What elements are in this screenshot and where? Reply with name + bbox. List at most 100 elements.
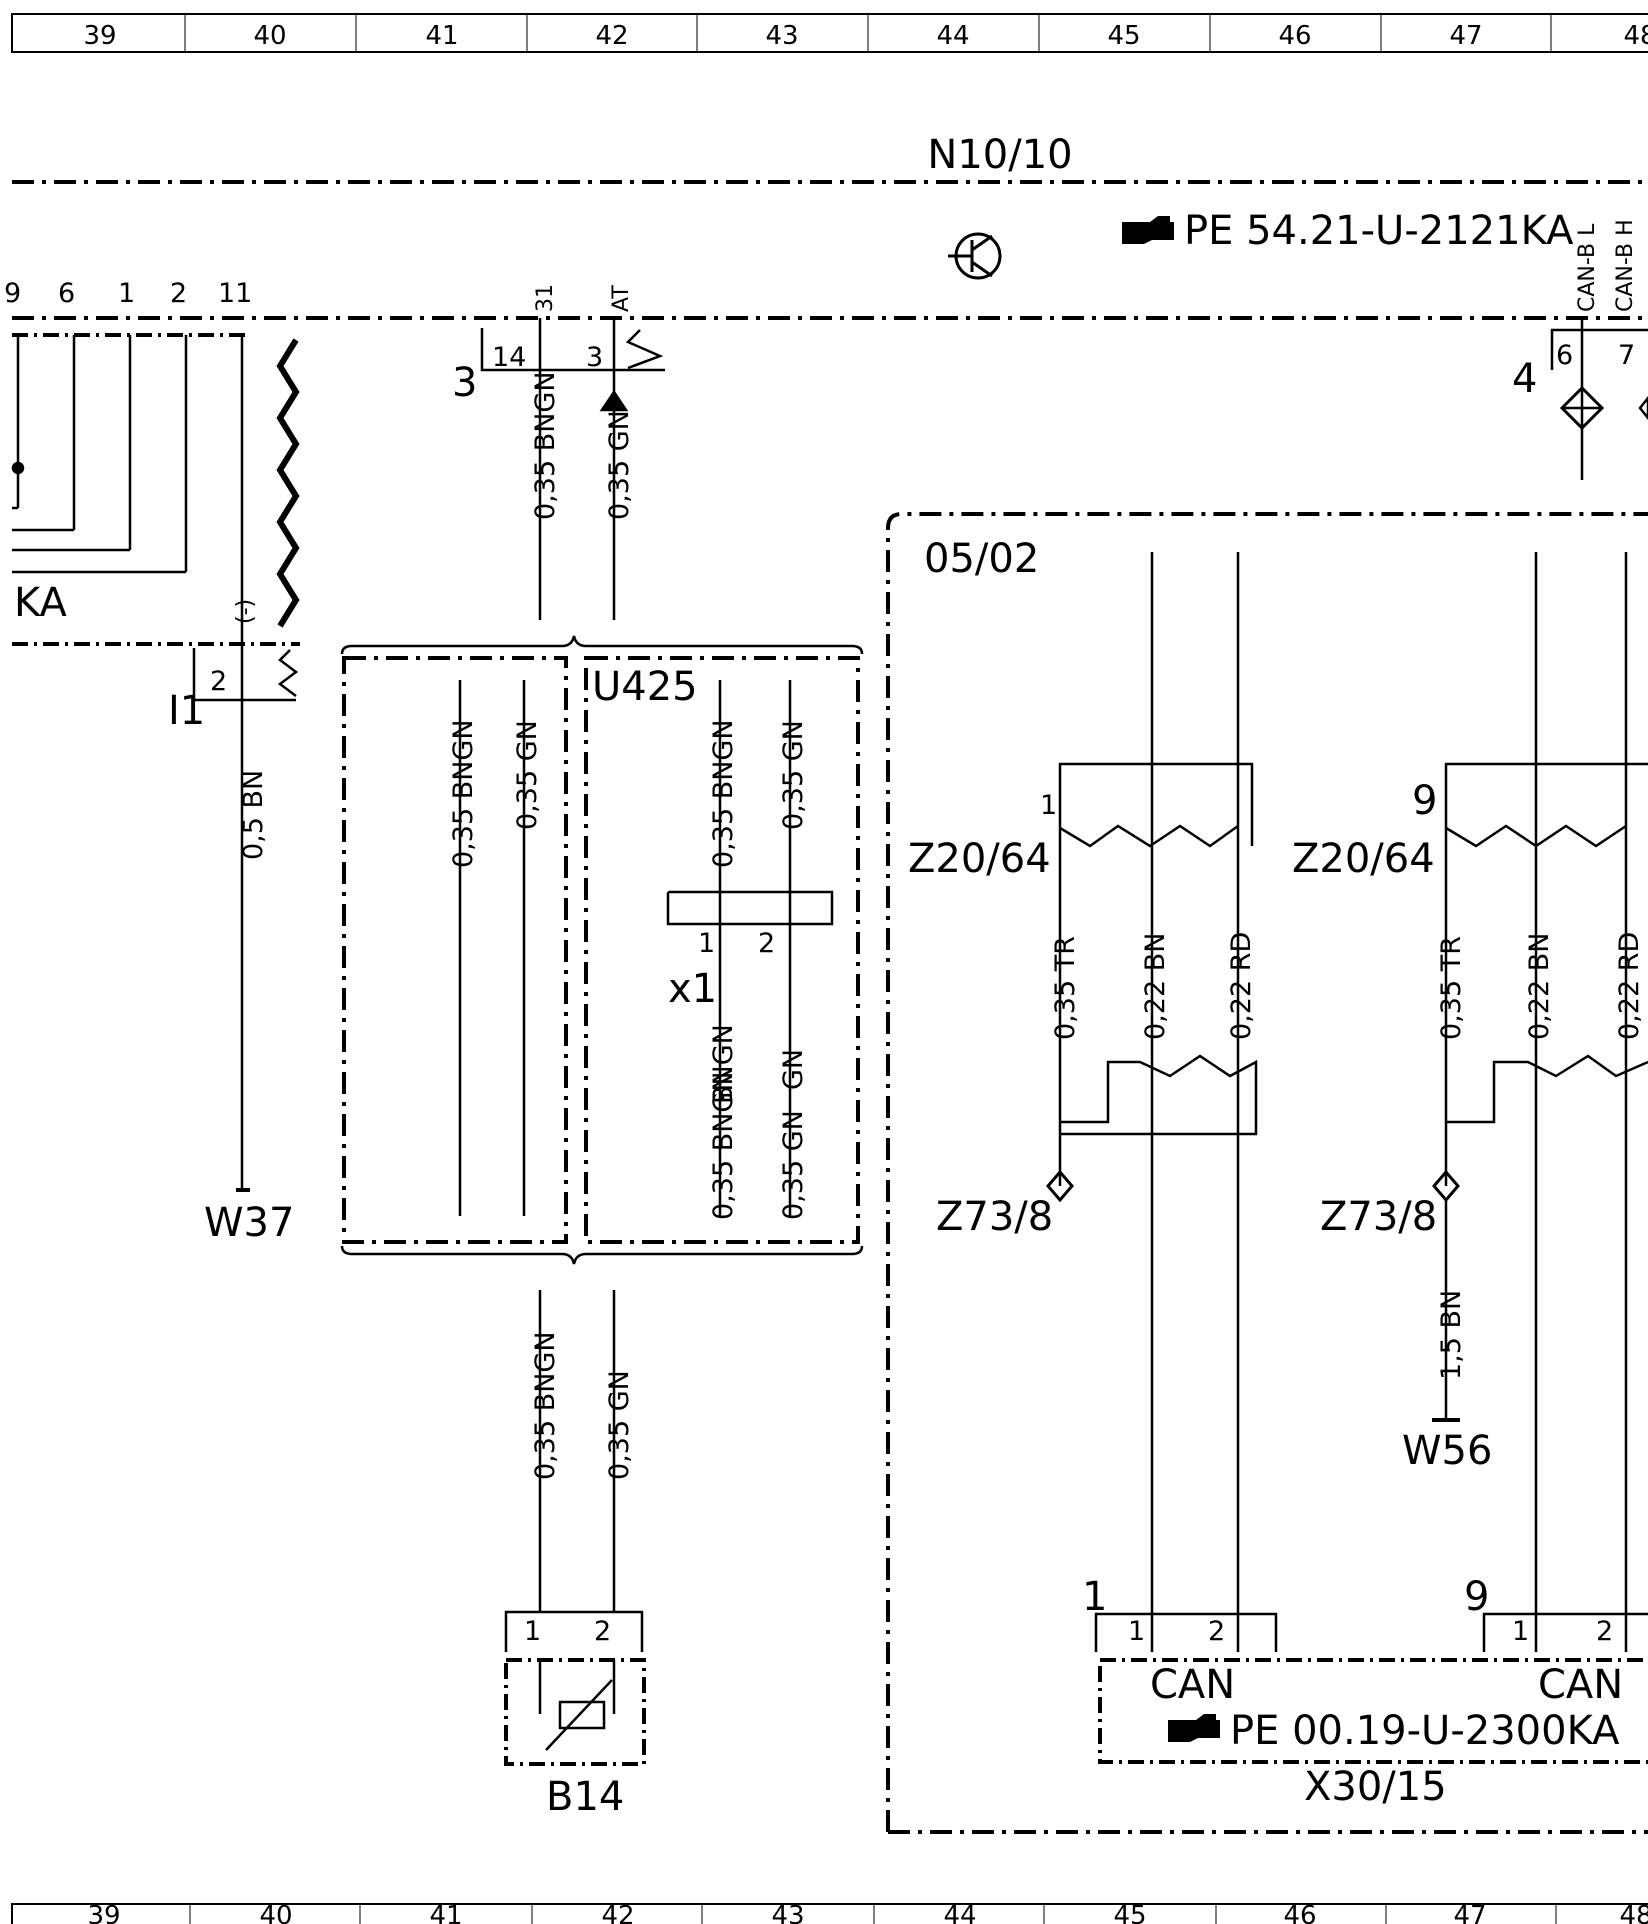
module-n10-ref: PE 54.21-U-2121KA <box>1184 208 1574 254</box>
transistor-icon <box>948 232 1002 280</box>
ruler-top-47: 47 <box>1449 21 1482 51</box>
wire-b-bn: 0,22 BN <box>1524 933 1555 1040</box>
u425-brace <box>340 635 864 1265</box>
ruler-top-46: 46 <box>1278 21 1311 51</box>
z2064-label-a: Z20/64 <box>908 836 1051 882</box>
pin-1: 1 <box>118 278 135 309</box>
ruler-bottom-44: 44 <box>943 1901 976 1924</box>
ground-w37: W37 <box>204 1200 294 1246</box>
pin-9: 9 <box>4 278 21 309</box>
u425-left-gn: 0,35 GN <box>512 720 543 830</box>
ka-label: KA <box>14 580 68 626</box>
ruler-bottom-48: 48 <box>1619 1901 1648 1924</box>
module-n10-title: N10/10 <box>927 132 1072 178</box>
wire-top-bngn: 0,35 BNGN <box>530 371 561 520</box>
pin-2: 2 <box>170 278 187 309</box>
wire-a-bn: 0,22 BN <box>1140 933 1171 1040</box>
z2064-pin9: 9 <box>1412 778 1437 824</box>
ruler-bottom-45: 45 <box>1113 1901 1146 1924</box>
connector-3-label: 3 <box>452 360 477 406</box>
u425-right-bot-bngn: 0,35 BNGN <box>708 1071 739 1220</box>
ruler-bottom-43: 43 <box>771 1901 804 1924</box>
bottom-ruler-labels: 39 40 41 42 43 44 45 46 47 48 <box>87 1901 1648 1924</box>
x3015-a-pin1: 1 <box>1128 1616 1145 1647</box>
left-harness <box>11 333 300 1192</box>
x1-bngn: BNGN <box>708 1024 739 1104</box>
x3015-connector <box>1094 1612 1648 1764</box>
ruler-top-45: 45 <box>1107 21 1140 51</box>
z738-label-b: Z73/8 <box>1320 1194 1437 1240</box>
x3015-a-pin2: 2 <box>1208 1616 1225 1647</box>
u425-wires <box>458 680 834 1612</box>
x3015-group1: 1 <box>1082 1574 1107 1620</box>
w56-wire: 1,5 BN <box>1436 1290 1467 1380</box>
ruler-top-48: 48 <box>1623 21 1648 51</box>
pointing-hand-icon <box>1122 216 1174 244</box>
x3015-group9: 9 <box>1464 1574 1489 1620</box>
u425-right-bot-gn: 0,35 GN <box>778 1110 809 1220</box>
ruler-top-43: 43 <box>765 21 798 51</box>
top-ruler <box>11 13 1648 53</box>
wire-a-rd: 0,22 RD <box>1226 932 1257 1040</box>
ground-w56: W56 <box>1402 1428 1492 1474</box>
connector-3-pin3: 3 <box>586 342 603 373</box>
ruler-bottom-41: 41 <box>429 1901 462 1924</box>
x1-pin2: 2 <box>758 928 775 959</box>
pin-11: 11 <box>218 278 252 309</box>
b14-sensor <box>504 1610 646 1766</box>
x1-label: x1 <box>668 966 717 1012</box>
ruler-top-44: 44 <box>936 21 969 51</box>
x3015-label: X30/15 <box>1304 1764 1447 1810</box>
connector-3-pin14: 14 <box>492 342 526 373</box>
u425-left-bngn: 0,35 BNGN <box>448 719 479 868</box>
connector-4-pin6: 6 <box>1556 340 1573 371</box>
wire-b-tr: 0,35 TR <box>1436 936 1467 1040</box>
i1-label: I1 <box>168 688 205 734</box>
ruler-top-42: 42 <box>595 21 628 51</box>
ruler-bottom-40: 40 <box>259 1901 292 1924</box>
pin-6: 6 <box>58 278 75 309</box>
x3015-can-a: CAN <box>1150 1662 1235 1708</box>
pin-31: 31 <box>533 284 558 312</box>
i1-wire: 0,5 BN <box>238 770 269 860</box>
minus-label: (-) <box>233 599 258 624</box>
ruler-bottom-42: 42 <box>601 1901 634 1924</box>
module-n10-boundary <box>12 180 1648 320</box>
b14-label: B14 <box>546 1774 624 1820</box>
ruler-top-39: 39 <box>83 21 116 51</box>
x3015-ref: PE 00.19-U-2300KA <box>1230 1708 1620 1754</box>
z2064-label-b: Z20/64 <box>1292 836 1435 882</box>
x3015-b-pin2: 2 <box>1596 1616 1613 1647</box>
ruler-bottom-39: 39 <box>87 1901 120 1924</box>
wire-a-tr: 0,35 TR <box>1050 936 1081 1040</box>
top-ruler-labels: 39 40 41 42 43 44 45 46 47 48 <box>83 21 1648 51</box>
pin-at: AT <box>609 285 634 312</box>
x1-pin1: 1 <box>698 928 715 959</box>
u425-label: U425 <box>592 664 698 710</box>
wire-b-rd: 0,22 RD <box>1614 932 1645 1040</box>
pointing-hand-icon-2 <box>1168 1714 1220 1742</box>
block-0502-boundary <box>886 512 1648 1834</box>
wire-top-gn: 0,35 GN <box>604 410 635 520</box>
ruler-top-41: 41 <box>425 21 458 51</box>
u425-right-bngn: 0,35 BNGN <box>708 719 739 868</box>
b14-pin1: 1 <box>524 1616 541 1647</box>
connector-3 <box>480 318 665 620</box>
connector-4-pin7: 7 <box>1618 340 1635 371</box>
wire-bottom-bngn: 0,35 BNGN <box>530 1331 561 1480</box>
ruler-bottom-47: 47 <box>1453 1901 1486 1924</box>
connector-4 <box>1550 318 1648 480</box>
pin-can-b-l: CAN-B L <box>1575 223 1600 312</box>
block-0502-label: 05/02 <box>924 536 1039 582</box>
z738-label-a: Z73/8 <box>936 1194 1053 1240</box>
i1-pin: 2 <box>210 666 227 697</box>
wire-bottom-gn: 0,35 GN <box>604 1370 635 1480</box>
ruler-bottom-46: 46 <box>1283 1901 1316 1924</box>
b14-pin2: 2 <box>594 1616 611 1647</box>
connector-4-label: 4 <box>1512 356 1537 402</box>
x3015-b-pin1: 1 <box>1512 1616 1529 1647</box>
x1-gn: GN <box>778 1049 809 1090</box>
ruler-top-40: 40 <box>253 21 286 51</box>
x3015-can-b: CAN <box>1538 1662 1623 1708</box>
